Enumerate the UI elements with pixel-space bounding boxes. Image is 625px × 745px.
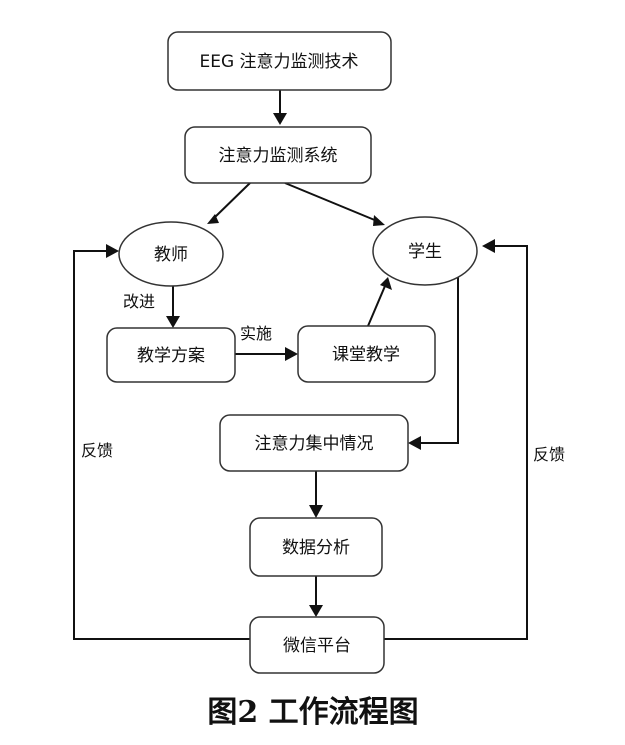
arrowhead-wechat [309, 605, 323, 617]
edge-system-to-teacher [212, 182, 251, 220]
figure-caption: 图2 工作流程图 [207, 695, 418, 730]
edge-wechat-to-student-feedback [384, 245, 528, 640]
node-data-analysis: 数据分析 [249, 517, 383, 577]
arrowhead-student-feedback [482, 239, 495, 253]
node-wechat-platform: 微信平台 [249, 616, 385, 674]
arrowheads [106, 113, 495, 617]
arrowhead-system [273, 113, 287, 125]
arrowhead-analysis [309, 505, 323, 518]
node-teaching-plan-label: 教学方案 [137, 346, 205, 366]
edge-system-to-student [284, 182, 378, 222]
edge-classroom-to-student [367, 285, 386, 327]
edge-label-improve: 改进 [123, 292, 155, 311]
node-student: 学生 [372, 216, 478, 286]
node-teacher-label: 教师 [154, 245, 188, 265]
arrowhead-plan [166, 316, 180, 328]
node-concentration: 注意力集中情况 [219, 414, 409, 472]
edge-student-to-concentration [418, 270, 459, 444]
edge-wechat-to-teacher-feedback [73, 250, 250, 640]
arrowhead-concentration [408, 436, 421, 450]
node-student-label: 学生 [408, 242, 442, 262]
arrowhead-classroom [285, 347, 298, 361]
node-eeg-technology-label: EEG 注意力监测技术 [199, 52, 358, 72]
arrowhead-student [373, 215, 385, 226]
node-classroom-teaching: 课堂教学 [297, 325, 436, 383]
node-teaching-plan: 教学方案 [106, 327, 236, 383]
arrowhead-teacher-feedback [106, 244, 119, 258]
edge-label-feedback-left: 反馈 [81, 441, 113, 460]
node-monitoring-system-label: 注意力监测系统 [219, 146, 338, 166]
node-teacher: 教师 [118, 221, 224, 287]
edge-label-feedback-right: 反馈 [533, 445, 565, 464]
node-eeg-technology: EEG 注意力监测技术 [167, 31, 392, 91]
node-concentration-label: 注意力集中情况 [255, 434, 374, 454]
edges [73, 90, 528, 640]
node-monitoring-system: 注意力监测系统 [184, 126, 372, 184]
edge-label-implement: 实施 [240, 324, 272, 343]
node-classroom-teaching-label: 课堂教学 [332, 345, 400, 365]
node-wechat-platform-label: 微信平台 [283, 636, 351, 656]
arrowhead-teacher [207, 214, 219, 224]
node-data-analysis-label: 数据分析 [282, 538, 350, 558]
arrowhead-student-up [380, 277, 392, 290]
